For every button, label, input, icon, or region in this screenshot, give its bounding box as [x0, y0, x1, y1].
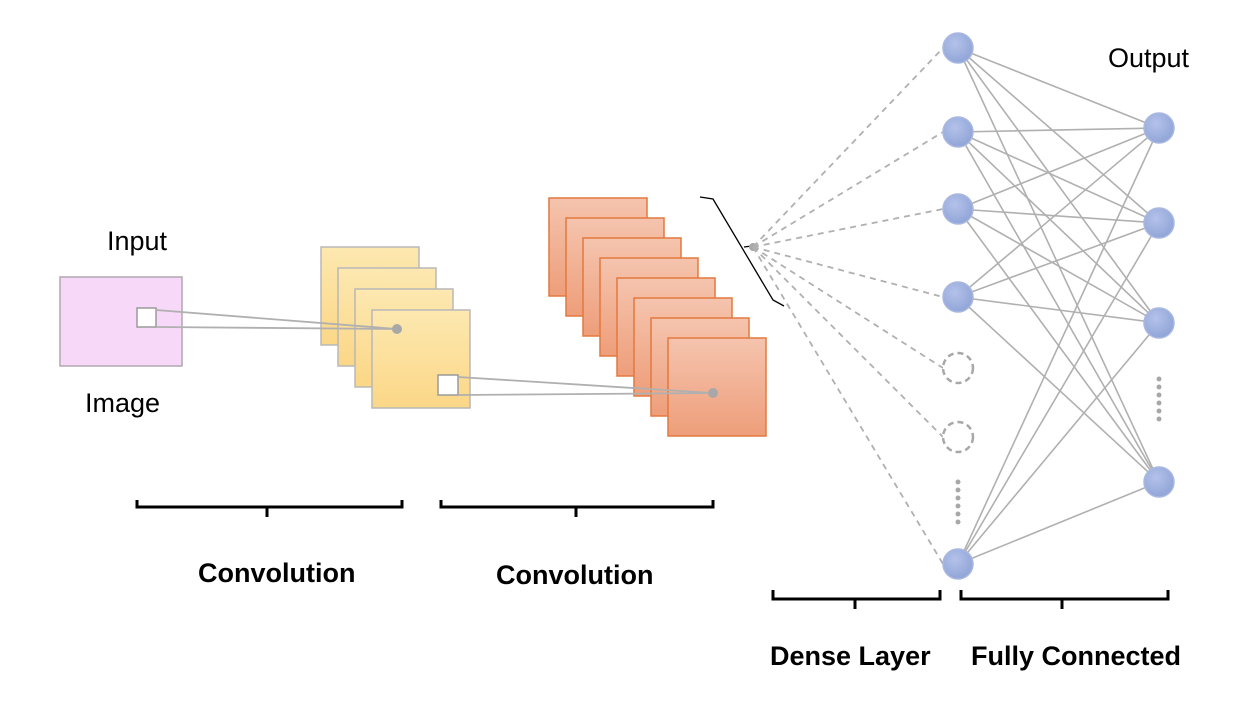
fc-connection — [957, 127, 1160, 298]
dense-node — [942, 193, 974, 225]
flatten-connection — [752, 246, 944, 438]
fc-connection — [957, 47, 1160, 324]
dense-layer-label: Dense Layer — [770, 641, 931, 671]
fc-connection — [957, 47, 1160, 224]
input-to-conv1-lines — [155, 309, 398, 330]
fc-connection — [957, 296, 1160, 483]
conv2-feature-map — [667, 337, 767, 437]
input-kernel-window — [136, 307, 157, 328]
output-label: Output — [1108, 43, 1190, 73]
image-label: Image — [85, 388, 160, 418]
dense-node — [942, 116, 974, 148]
flatten-connection — [752, 246, 944, 298]
flatten-connection — [752, 208, 944, 248]
dense-node-placeholder — [941, 351, 975, 385]
conv2-target-dot — [708, 388, 718, 398]
conv1-feature-maps — [320, 246, 471, 409]
fc-connection — [957, 222, 1160, 565]
fc-connection — [957, 131, 1160, 324]
output-node — [1143, 207, 1175, 239]
convolution-2-label: Convolution — [496, 560, 653, 590]
fc-connection — [957, 127, 1160, 210]
output-ellipsis — [1156, 376, 1162, 422]
output-nodes — [1143, 112, 1175, 498]
fc-connection — [957, 47, 1160, 129]
conv1-to-conv2-lines — [457, 376, 714, 396]
input-label: Input — [107, 226, 168, 256]
fc-connection — [957, 322, 1160, 565]
fc-connection — [957, 208, 1160, 224]
dense-to-output-lines — [957, 47, 1160, 565]
flatten-connection — [752, 47, 944, 248]
dense-node — [942, 32, 974, 64]
flatten-bracket — [699, 196, 785, 307]
conv1-target-dot — [392, 324, 402, 334]
fc-connection — [957, 222, 1160, 298]
fc-connection — [957, 208, 1160, 324]
dense-node-placeholder — [941, 420, 975, 454]
fc-connection — [957, 127, 1160, 565]
dense-layer-nodes — [941, 32, 975, 580]
conv2-feature-maps — [548, 197, 767, 437]
dense-node — [942, 281, 974, 313]
output-node — [1143, 112, 1175, 144]
fully-connected-label: Fully Connected — [971, 641, 1181, 671]
bottom-brackets — [135, 500, 1170, 609]
fc-connection — [957, 296, 1160, 324]
flatten-connection — [752, 246, 944, 565]
fc-connection — [957, 47, 1160, 483]
dense-node — [942, 548, 974, 580]
conv1-kernel-window — [437, 374, 459, 396]
convolution-1-label: Convolution — [198, 558, 355, 588]
input-image-box — [59, 276, 183, 367]
fc-connection — [957, 127, 1160, 133]
fc-connection — [957, 131, 1160, 224]
flatten-connection — [752, 246, 944, 369]
output-node — [1143, 466, 1175, 498]
flatten-connection — [752, 131, 944, 248]
flatten-to-dense-lines — [752, 47, 944, 565]
fc-connection — [957, 481, 1160, 565]
dense-ellipsis — [955, 479, 961, 525]
fc-connection — [957, 131, 1160, 483]
output-node — [1143, 307, 1175, 339]
